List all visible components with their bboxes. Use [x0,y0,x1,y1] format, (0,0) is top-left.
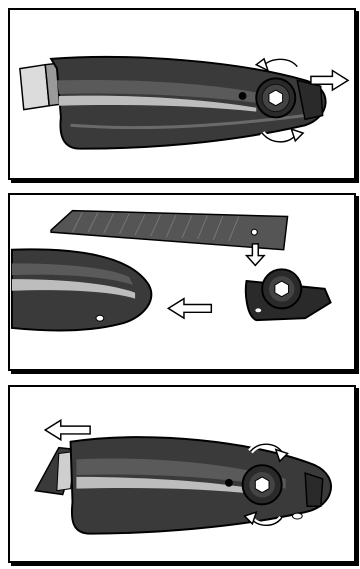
knife-handle [71,437,331,533]
locking-dial [243,465,282,504]
left-arrow-icon [168,299,211,319]
step-3-panel [8,385,356,563]
step-1-panel [8,8,356,180]
knife-handle-front [12,249,151,330]
rotate-arrow-icon [256,59,297,71]
lock-dot [225,479,233,487]
locking-dial [256,78,295,117]
dial-and-slider-assembly [246,269,331,320]
left-arrow-icon [45,420,90,440]
step-2-illustration [10,195,354,369]
lock-dot [239,92,247,100]
blade-slider [305,473,323,506]
step-3-illustration [10,387,354,561]
step-1-illustration [10,10,354,178]
step-2-panel [8,193,356,371]
